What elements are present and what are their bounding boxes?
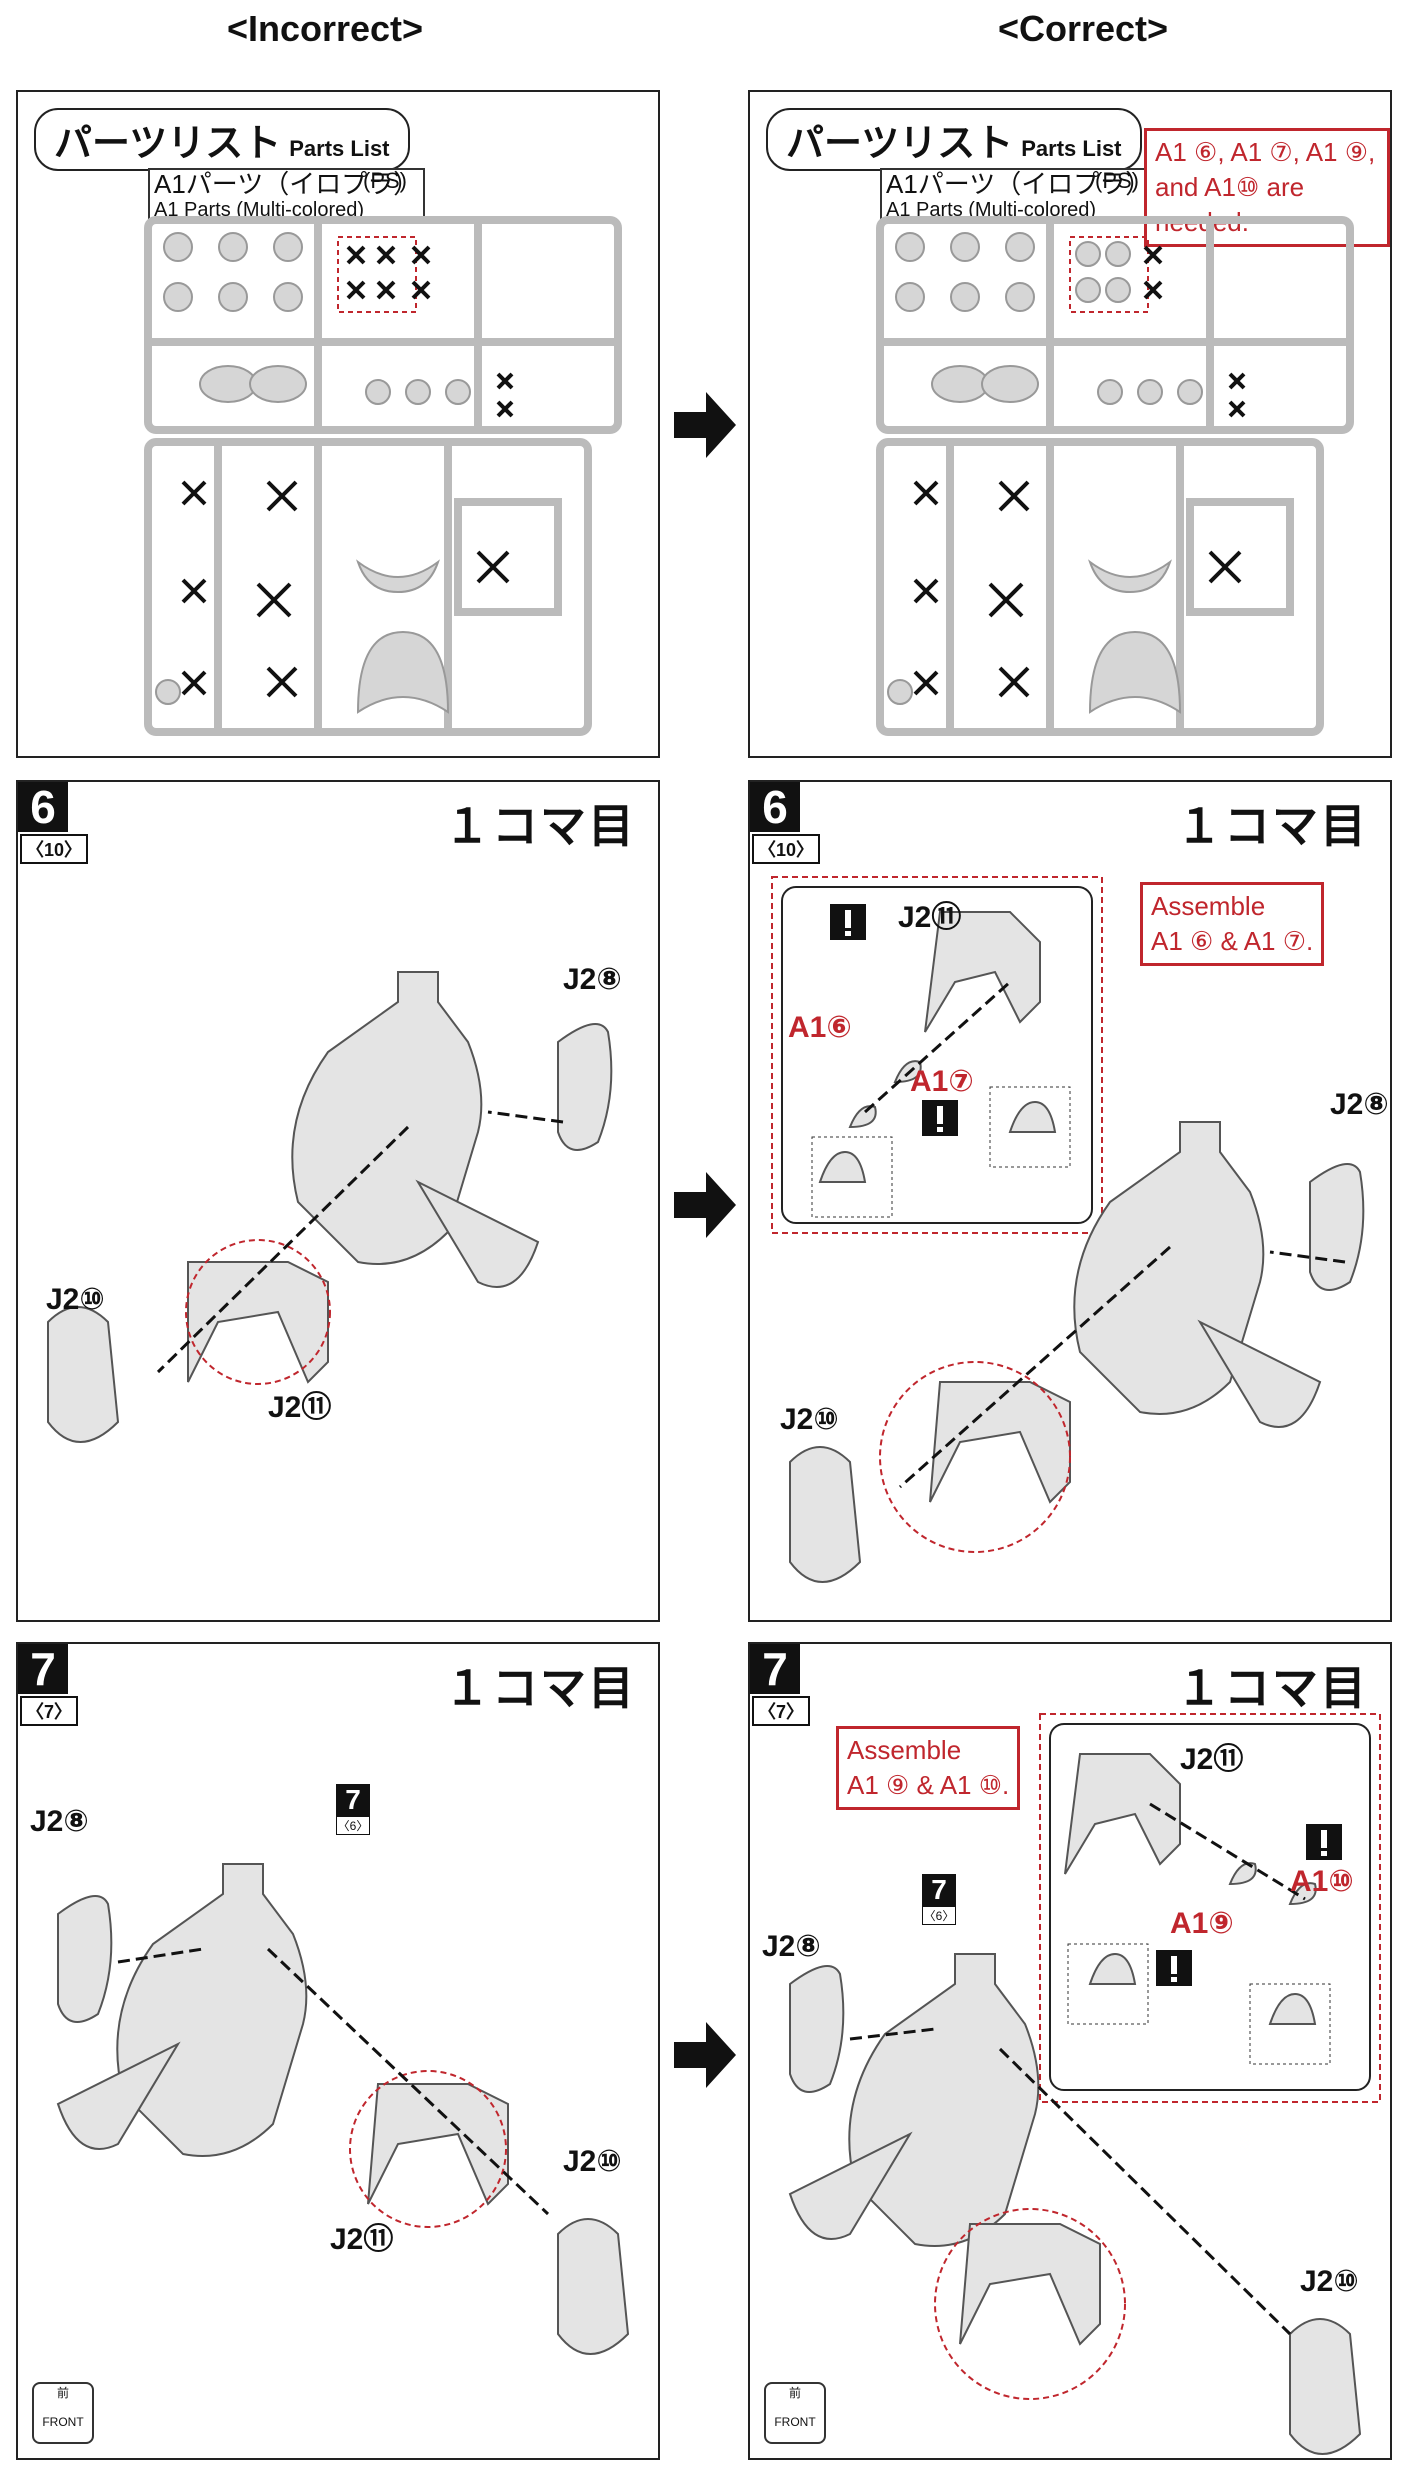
assemble-note-line2: A1 ⑥ & A1 ⑦. (1151, 926, 1314, 957)
step-number-badge: 7 (750, 1644, 800, 1694)
part-label-a1-9: A1⑨ (1170, 1907, 1234, 1940)
parts-list-title-en: Parts List (289, 136, 390, 161)
koma-label: １コマ目 (444, 1662, 636, 1714)
step-sub-badge: 〈10〉 (20, 834, 89, 864)
parts-list-incorrect-panel: パーツリスト Parts List A1パーツ（イロプラ） A1 Parts (M… (16, 90, 660, 758)
part-label-j2-10: J2⑩ (780, 1403, 839, 1436)
arrow-right-icon (670, 390, 740, 460)
step-number-badge: 6 (750, 782, 800, 832)
koma-label: １コマ目 (1176, 800, 1368, 852)
ref-step-badge: 7 〈6〉 (336, 1784, 370, 1835)
part-label-j2-11: J2⑪ (1180, 1743, 1244, 1776)
runner-suffix: (PS) (1095, 168, 1139, 193)
part-label-j2-8: J2⑧ (30, 1805, 89, 1838)
step7-incorrect-panel: 7 〈7〉 １コマ目 7 〈6〉 J2⑧ J2⑩ J2⑪ 前 FRONT (16, 1642, 660, 2460)
front-jp: 前 (788, 2386, 801, 2400)
front-en: FRONT (774, 2415, 816, 2429)
koma-label: １コマ目 (444, 800, 636, 852)
step6-assembly-diagram (771, 876, 1365, 1583)
ref-step-number: 7 (336, 1784, 370, 1816)
step6-correct-panel: 6 〈10〉 １コマ目 Assemble A1 ⑥ & A1 ⑦. (748, 780, 1392, 1622)
step7-assembly-diagram (788, 1713, 1381, 2455)
runner-diagram (144, 216, 622, 736)
part-label-j2-8: J2⑧ (1330, 1088, 1389, 1121)
correct-header: <Correct> (997, 8, 1169, 49)
runner-label-jp: A1パーツ（イロプラ） (154, 169, 420, 199)
parts-list-title-en: Parts List (1021, 136, 1122, 161)
parts-needed-note-line1: A1 ⑥, A1 ⑦, A1 ⑨, (1155, 137, 1376, 167)
step-number-badge: 7 (18, 1644, 68, 1694)
arrow-right-icon (670, 2020, 740, 2090)
ref-step-sub: 〈6〉 (336, 1816, 370, 1835)
parts-list-title: パーツリスト Parts List (766, 108, 1142, 171)
runner-label-en: A1 Parts (Multi-colored) (154, 198, 365, 221)
assemble-note-line1: Assemble (847, 1735, 962, 1765)
step6-incorrect-panel: 6 〈10〉 １コマ目 J2⑧ J2⑩ J2⑪ (16, 780, 660, 1622)
runner-label: A1パーツ（イロプラ） A1 Parts (Multi-colored) (148, 168, 426, 223)
parts-list-title-jp: パーツリスト (54, 123, 282, 165)
part-label-j2-11: J2⑪ (330, 2223, 394, 2256)
runner-label-en: A1 Parts (Multi-colored) (886, 198, 1097, 221)
parts-list-correct-panel: パーツリスト Parts List A1パーツ（イロプラ） A1 Parts (M… (748, 90, 1392, 758)
part-label-j2-10: J2⑩ (563, 2145, 622, 2178)
parts-list-title: パーツリスト Parts List (34, 108, 410, 171)
front-direction-icon: 前 FRONT (764, 2382, 826, 2444)
part-label-a1-6: A1⑥ (788, 1011, 852, 1044)
ref-step-sub: 〈6〉 (922, 1906, 956, 1925)
part-label-a1-7: A1⑦ (910, 1065, 974, 1098)
ref-step-badge: 7 〈6〉 (922, 1874, 956, 1925)
assemble-note-line1: Assemble (1151, 891, 1266, 921)
koma-label: １コマ目 (1176, 1662, 1368, 1714)
arrow-right-icon (670, 1170, 740, 1240)
runner-suffix: (PS) (363, 168, 407, 193)
step7-correct-panel: 7 〈7〉 １コマ目 Assemble A1 ⑨ & A1 ⑩. 7 〈6〉 (748, 1642, 1392, 2460)
part-label-j2-11: J2⑪ (898, 901, 962, 934)
runner-diagram (876, 216, 1354, 736)
ref-step-number: 7 (922, 1874, 956, 1906)
part-label-j2-8: J2⑧ (762, 1930, 821, 1963)
assemble-note: Assemble A1 ⑨ & A1 ⑩. (836, 1726, 1021, 1811)
incorrect-header: <Incorrect> (226, 8, 424, 49)
step-sub-badge: 〈10〉 (752, 834, 821, 864)
front-direction-icon: 前 FRONT (32, 2382, 94, 2444)
assemble-note: Assemble A1 ⑥ & A1 ⑦. (1140, 882, 1325, 967)
step-sub-badge: 〈7〉 (20, 1696, 79, 1726)
runner-label-jp: A1パーツ（イロプラ） (886, 169, 1152, 199)
assemble-note-line2: A1 ⑨ & A1 ⑩. (847, 1770, 1010, 1801)
step7-assembly-diagram (56, 1863, 630, 2355)
step6-assembly-diagram (47, 971, 613, 1443)
front-en: FRONT (42, 2415, 84, 2429)
step-sub-badge: 〈7〉 (752, 1696, 811, 1726)
part-label-j2-10: J2⑩ (46, 1283, 105, 1316)
part-label-a1-10: A1⑩ (1290, 1865, 1354, 1898)
part-label-j2-8: J2⑧ (563, 963, 622, 996)
parts-list-title-jp: パーツリスト (786, 123, 1014, 165)
part-label-j2-10: J2⑩ (1300, 2265, 1359, 2298)
step-number-badge: 6 (18, 782, 68, 832)
front-jp: 前 (56, 2386, 69, 2400)
part-label-j2-11: J2⑪ (268, 1391, 332, 1424)
